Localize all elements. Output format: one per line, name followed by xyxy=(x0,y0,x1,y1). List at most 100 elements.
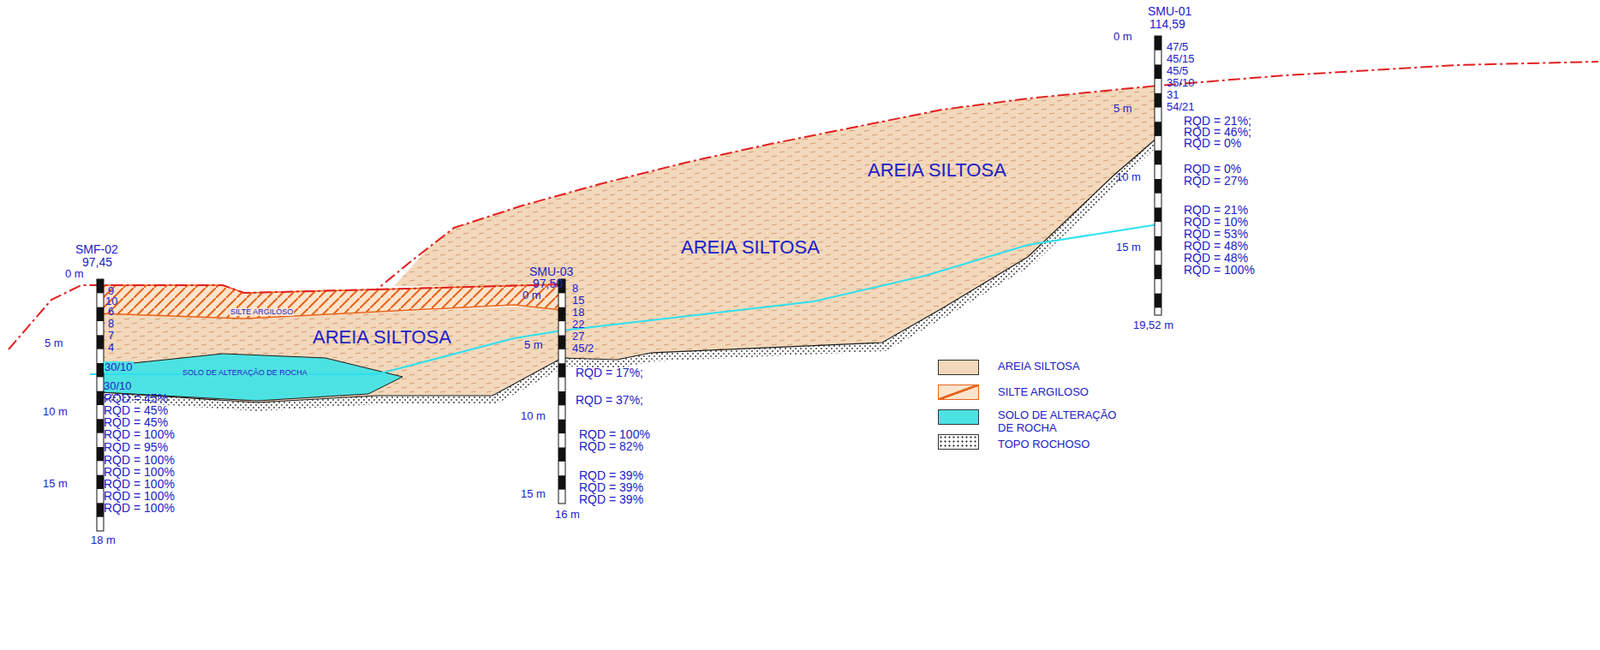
rqd-value: RQD = 100% xyxy=(103,489,175,502)
legend-text: SOLO DE ALTERAÇÃO DE ROCHA xyxy=(997,409,1127,436)
spt-value: 45/15 xyxy=(1166,53,1195,65)
borehole-column xyxy=(1154,35,1162,316)
borehole-segment xyxy=(96,279,104,293)
borehole-segment xyxy=(558,335,566,350)
depth-mark: 15 m xyxy=(520,488,546,500)
borehole-column xyxy=(558,279,566,504)
borehole-segment xyxy=(96,502,104,517)
spt-value: 47/5 xyxy=(1166,41,1189,53)
layer-name: AREIA SILTOSA xyxy=(680,238,820,257)
rqd-value: RQD = 100% xyxy=(103,428,175,441)
rqd-value: RQD = 82% xyxy=(579,440,644,453)
rqd-value: RQD = 39% xyxy=(579,493,644,506)
spt-value: 22 xyxy=(572,318,585,330)
borehole-name: SMF-02 xyxy=(75,243,119,256)
rqd-value: RQD = 100% xyxy=(103,465,175,478)
borehole-segment xyxy=(96,307,104,322)
rqd-value: RQD = 39% xyxy=(579,469,644,482)
borehole-segment xyxy=(558,307,566,322)
depth-mark: 10 m xyxy=(42,405,68,418)
rqd-value: RQD = 100% xyxy=(103,477,175,490)
layer-name: SILTE ARGILOSO xyxy=(229,308,294,317)
depth-mark: 15 m xyxy=(1116,241,1141,253)
borehole-segment xyxy=(558,475,566,490)
spt-value: 7 xyxy=(107,329,114,341)
spt-value: 45/5 xyxy=(1166,65,1189,77)
borehole-segment xyxy=(558,363,566,377)
depth-mark: 5 m xyxy=(524,339,544,351)
rqd-value: RQD = 95% xyxy=(103,441,168,454)
ground-line xyxy=(8,61,1599,350)
rqd-value: RQD = 45% xyxy=(103,416,168,429)
water-table xyxy=(89,224,1159,375)
rqd-value: RQD = 48% xyxy=(1183,239,1248,252)
rqd-value: RQD = 45% xyxy=(103,392,168,405)
legend-swatch xyxy=(937,434,980,450)
borehole-name: SMU-03 xyxy=(529,265,574,278)
rqd-value: RQD = 46%; xyxy=(1183,125,1252,138)
rqd-value: RQD = 10% xyxy=(1183,215,1248,228)
rqd-value: RQD = 0% xyxy=(1183,137,1242,150)
elevation: 114,59 xyxy=(1149,17,1186,30)
rqd-value: RQD = 100% xyxy=(103,453,175,466)
rqd-value: RQD = 48% xyxy=(1183,251,1248,264)
spt-value: 30/10 xyxy=(103,380,132,392)
rock-top-line xyxy=(100,137,1159,403)
borehole-segment xyxy=(96,447,104,461)
layer-name: AREIA SILTOSA xyxy=(867,161,1007,180)
borehole-segment xyxy=(96,363,104,377)
depth-mark: 10 m xyxy=(520,410,546,422)
rqd-value: RQD = 37%; xyxy=(575,394,644,406)
legend-text: AREIA SILTOSA xyxy=(997,360,1127,374)
spt-value: 45/2 xyxy=(572,342,594,354)
borehole-segment xyxy=(1154,64,1162,79)
borehole-segment xyxy=(558,419,566,434)
legend-text: SILTE ARGILOSO xyxy=(997,386,1127,400)
rqd-value: RQD = 0% xyxy=(1183,162,1242,175)
borehole-column xyxy=(96,279,104,532)
depth-mark: 5 m xyxy=(1113,102,1133,114)
rqd-value: RQD = 17%; xyxy=(575,366,644,379)
depth-mark: 15 m xyxy=(42,477,68,490)
borehole-segment xyxy=(1154,207,1162,222)
boreholes xyxy=(96,35,1162,532)
rqd-value: RQD = 100% xyxy=(1183,263,1255,276)
layers xyxy=(8,61,1599,412)
borehole-segment xyxy=(1154,121,1162,137)
borehole-segment xyxy=(1154,264,1162,280)
borehole-segment xyxy=(1154,179,1162,194)
rqd-value: RQD = 100% xyxy=(103,501,175,514)
legend-swatch xyxy=(937,409,980,425)
borehole-segment xyxy=(558,391,566,406)
borehole-segment xyxy=(1154,293,1162,309)
depth-mark: 19,52 m xyxy=(1133,319,1174,331)
legend-swatch xyxy=(937,359,980,376)
spt-value: 4 xyxy=(107,341,114,353)
depth-mark: 16 m xyxy=(555,508,580,520)
spt-value: 30/10 xyxy=(103,361,134,373)
depth-mark: 0 m xyxy=(1113,30,1133,42)
rqd-value: RQD = 100% xyxy=(579,428,651,441)
rqd-value: RQD = 45% xyxy=(103,404,168,417)
silt-layer xyxy=(100,284,562,319)
layer-name: SOLO DE ALTERAÇÃO DE ROCHA xyxy=(181,369,309,377)
depth-mark: 0 m xyxy=(522,289,542,301)
depth-mark: 5 m xyxy=(44,337,64,349)
spt-value: 54/21 xyxy=(1166,101,1195,113)
spt-value: 8 xyxy=(107,317,114,329)
elevation: 97,45 xyxy=(82,256,113,269)
depth-mark: 0 m xyxy=(65,268,84,280)
spt-value: 8 xyxy=(572,282,579,294)
legend-text: TOPO ROCHOSO xyxy=(997,438,1127,452)
layer-name: AREIA SILTOSA xyxy=(312,328,452,347)
spt-value: 6 xyxy=(107,305,114,317)
spt-value: 15 xyxy=(572,294,585,306)
borehole-segment xyxy=(96,418,104,433)
sand-layer xyxy=(100,85,1159,403)
rqd-value: RQD = 39% xyxy=(579,481,644,494)
elevation: 97,50 xyxy=(532,277,563,290)
borehole-segment xyxy=(1154,236,1162,251)
rqd-value: RQD = 27% xyxy=(1183,174,1248,187)
